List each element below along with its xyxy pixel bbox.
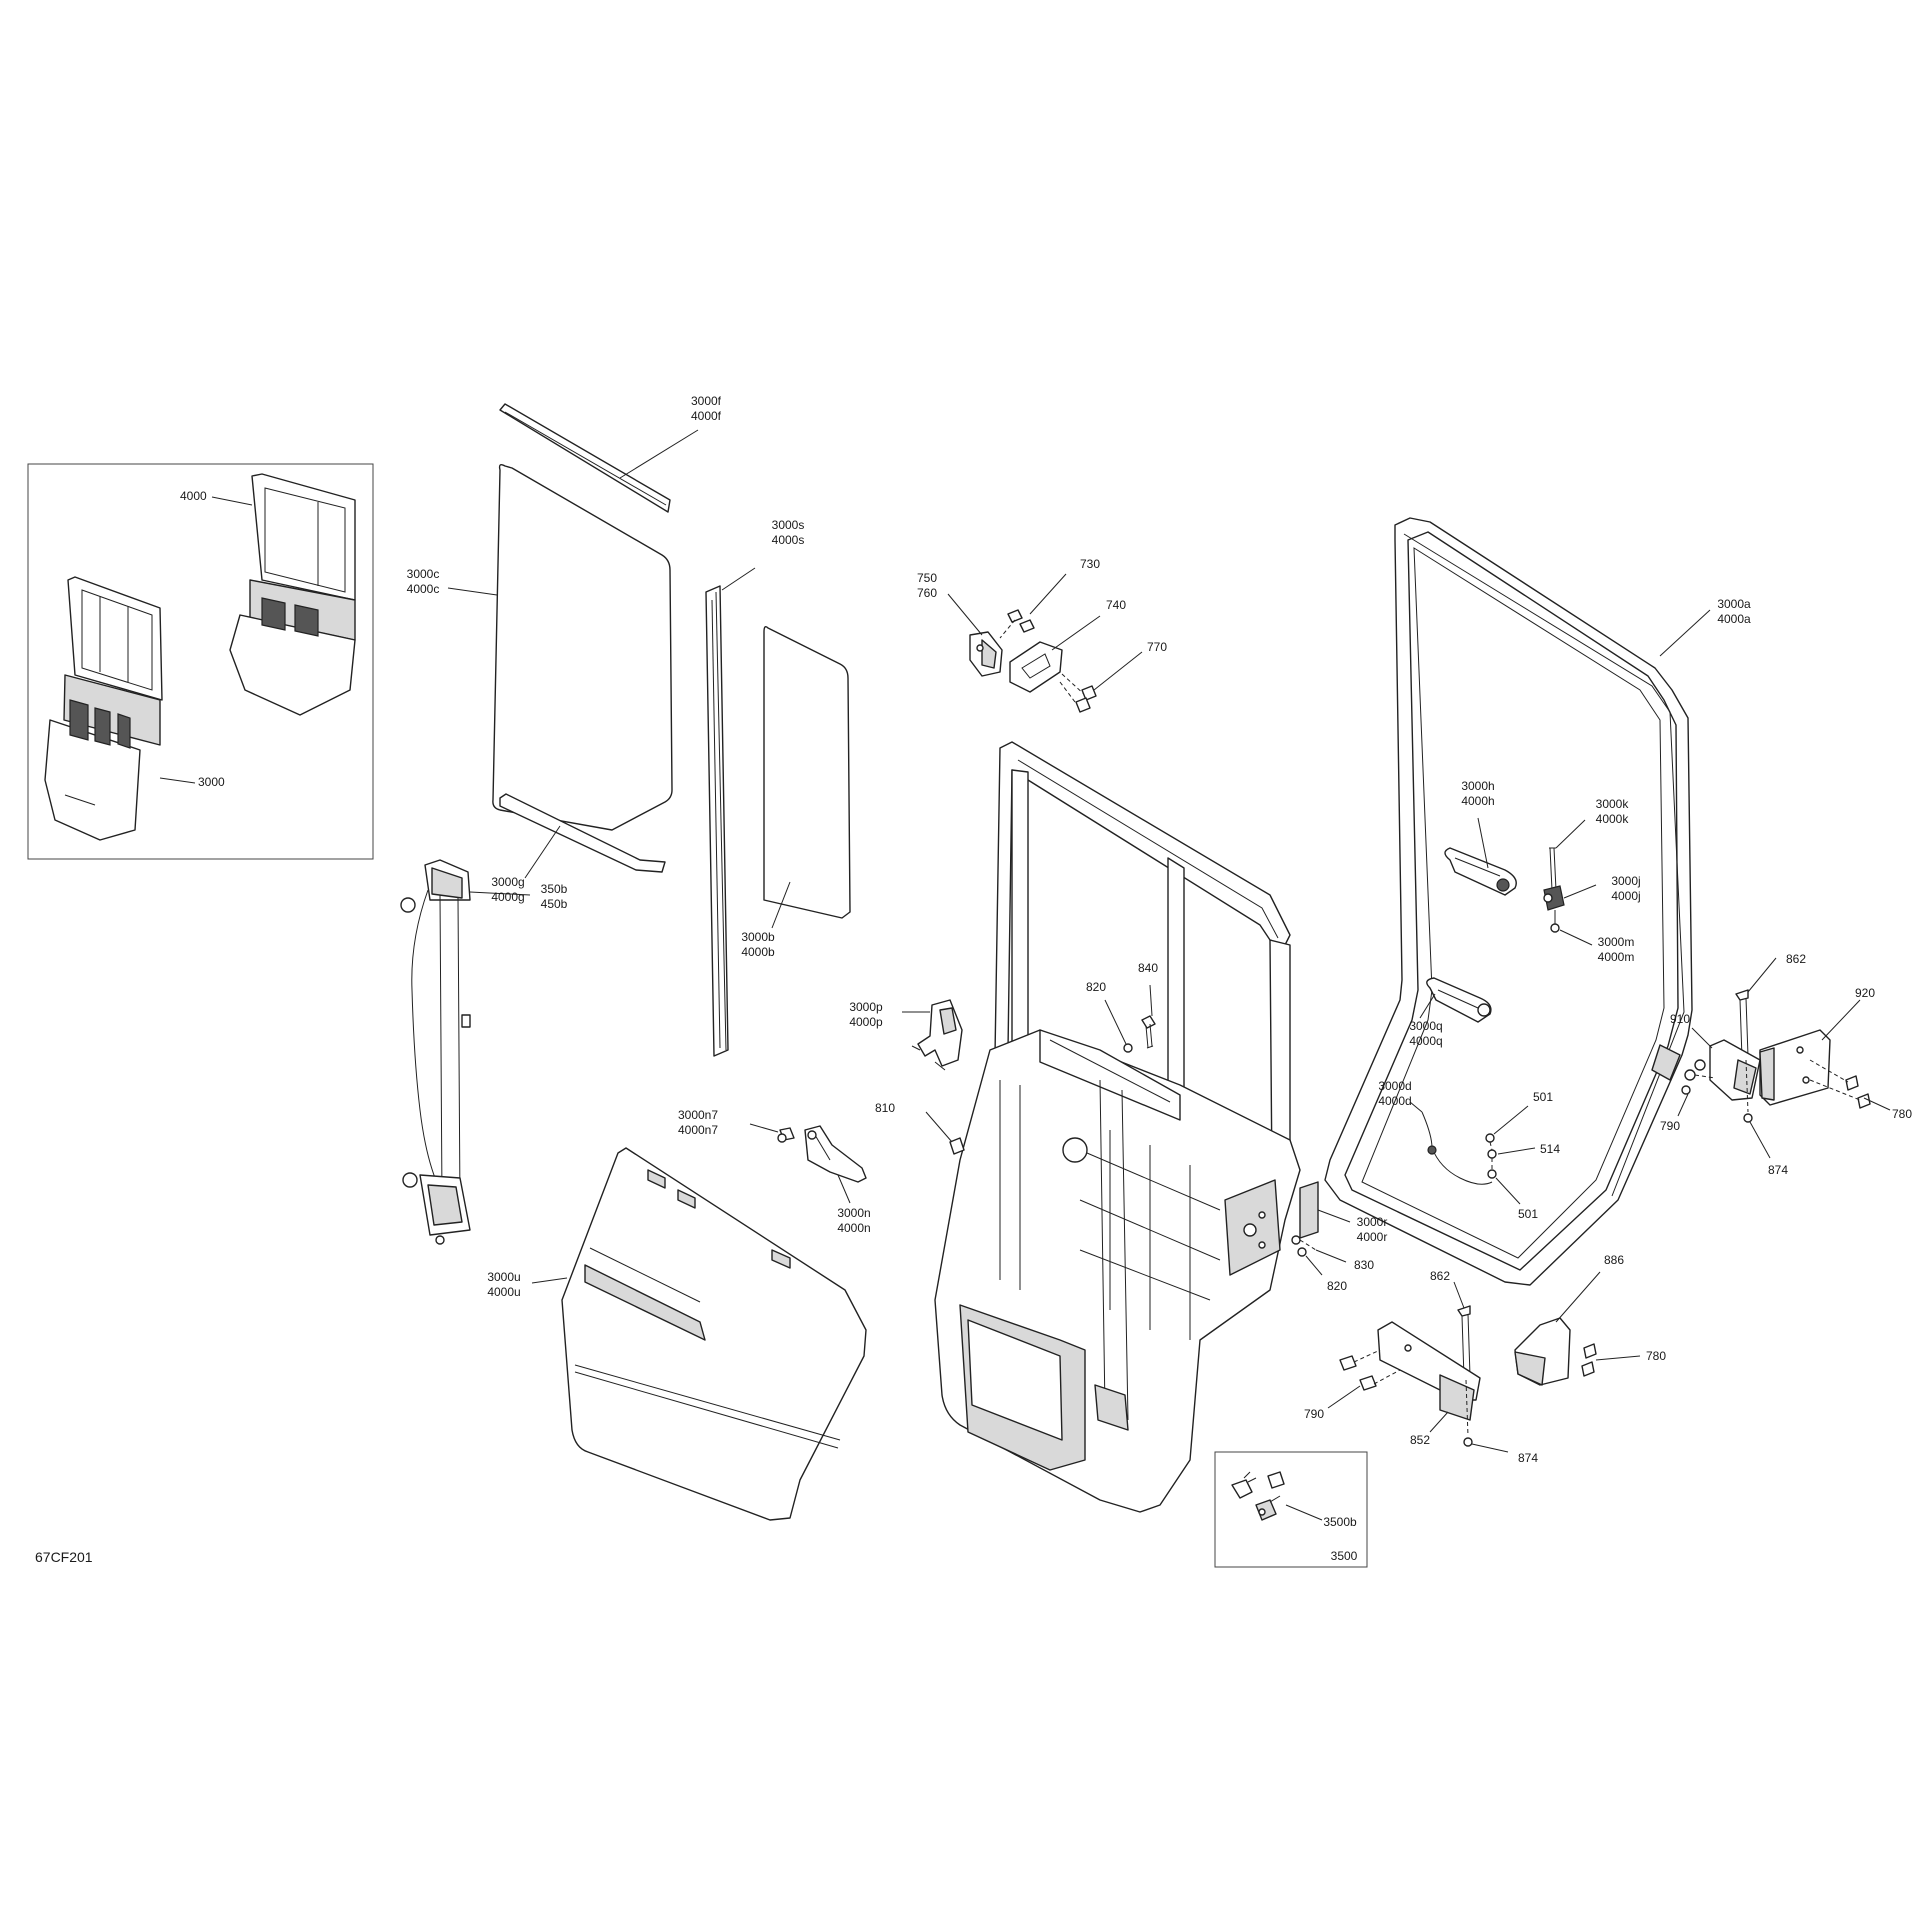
kit-part-3500b: 3500b bbox=[1323, 1515, 1357, 1529]
bolt-790-top bbox=[1681, 1085, 1691, 1095]
door-trim-panel-3000u bbox=[561, 1147, 867, 1521]
bolt-790-bottom bbox=[1339, 1349, 1401, 1391]
callout-780-bottom: 780 bbox=[1646, 1349, 1666, 1363]
screw-830 bbox=[1291, 1235, 1317, 1251]
window-regulator-350b bbox=[400, 859, 471, 1245]
door-frame-assembly bbox=[934, 741, 1301, 1513]
callout-874-top: 874 bbox=[1768, 1163, 1788, 1177]
inset-label-4000: 4000 bbox=[180, 489, 207, 503]
inset-label-3000: 3000 bbox=[198, 775, 225, 789]
clip-3000n7 bbox=[777, 1127, 795, 1143]
callout-920: 920 bbox=[1855, 986, 1875, 1000]
bolt-730 bbox=[999, 609, 1035, 639]
callout-810: 810 bbox=[875, 1101, 895, 1115]
callout-501-top: 501 bbox=[1533, 1090, 1553, 1104]
cable-3000d bbox=[1421, 1111, 1493, 1185]
callout-770: 770 bbox=[1147, 640, 1167, 654]
hinge-plate-886 bbox=[1514, 1317, 1571, 1386]
callout-910: 910 bbox=[1670, 1012, 1690, 1026]
callout-514: 514 bbox=[1540, 1142, 1560, 1156]
glass-run-channel-top bbox=[499, 403, 671, 513]
outer-handle-3000h bbox=[1444, 847, 1517, 896]
interior-handle-3000n bbox=[804, 1125, 867, 1183]
washer-501-top bbox=[1485, 1133, 1495, 1143]
washer-501-bottom bbox=[1487, 1169, 1497, 1179]
callout-790-bottom: 790 bbox=[1304, 1407, 1324, 1421]
kit-box-frame bbox=[1214, 1451, 1368, 1568]
striker-plate-740 bbox=[1009, 641, 1063, 693]
clip-810 bbox=[949, 1137, 965, 1155]
callout-780-top: 780 bbox=[1892, 1107, 1912, 1121]
diagram-code: 67CF201 bbox=[35, 1549, 93, 1565]
inset-frame bbox=[27, 463, 374, 860]
striker-assembly-750 bbox=[969, 631, 1003, 677]
door-weatherstrip-3000a bbox=[1324, 517, 1693, 1286]
kit-box-3500 bbox=[1214, 1451, 1368, 1568]
callout-874-bottom: 874 bbox=[1518, 1451, 1538, 1465]
kit-code-3500: 3500 bbox=[1331, 1549, 1358, 1563]
callout-501-bottom: 501 bbox=[1518, 1207, 1538, 1221]
lock-rod-3000k bbox=[1549, 847, 1557, 891]
callout-852: 852 bbox=[1410, 1433, 1430, 1447]
hinge-plate-920 bbox=[1759, 1029, 1831, 1106]
bolt-780-top bbox=[1809, 1059, 1871, 1109]
door-latch-3000p bbox=[911, 999, 963, 1071]
callout-790-top: 790 bbox=[1660, 1119, 1680, 1133]
hinge-910 bbox=[1684, 1039, 1761, 1101]
label-plate-3000r bbox=[1299, 1181, 1319, 1239]
nut-874-bottom bbox=[1463, 1379, 1473, 1447]
callout-830: 830 bbox=[1354, 1258, 1374, 1272]
callout-862-bottom: 862 bbox=[1430, 1269, 1450, 1283]
callout-740: 740 bbox=[1106, 598, 1126, 612]
glass-run-channel-bottom bbox=[499, 793, 666, 873]
bolt-840 bbox=[1141, 1015, 1156, 1049]
window-glass-3000c bbox=[492, 463, 673, 831]
bolt-770 bbox=[1059, 673, 1097, 713]
washer-820-top bbox=[1123, 1043, 1133, 1053]
lock-cylinder-3000j bbox=[1543, 885, 1565, 911]
callout-886: 886 bbox=[1604, 1253, 1624, 1267]
hinge-pin-862-top bbox=[1735, 989, 1749, 1059]
washer-820-bottom bbox=[1297, 1247, 1307, 1257]
callout-820-bottom: 820 bbox=[1327, 1279, 1347, 1293]
nut-514 bbox=[1487, 1141, 1497, 1170]
callout-820-top: 820 bbox=[1086, 980, 1106, 994]
callout-730: 730 bbox=[1080, 557, 1100, 571]
inner-handle-3000q bbox=[1426, 977, 1492, 1023]
callout-862-top: 862 bbox=[1786, 952, 1806, 966]
callout-840: 840 bbox=[1138, 961, 1158, 975]
inset-door-3000 bbox=[44, 576, 163, 841]
nut-874-top bbox=[1743, 1059, 1753, 1123]
bolt-780-bottom bbox=[1581, 1343, 1597, 1377]
inset-overview: 4000 3000 bbox=[27, 463, 374, 860]
inset-door-4000 bbox=[229, 473, 356, 716]
clip-3000m bbox=[1550, 910, 1560, 933]
vertical-seal-3000s bbox=[705, 585, 729, 1057]
hinge-852 bbox=[1377, 1321, 1481, 1421]
window-glass-3000b bbox=[763, 625, 851, 919]
